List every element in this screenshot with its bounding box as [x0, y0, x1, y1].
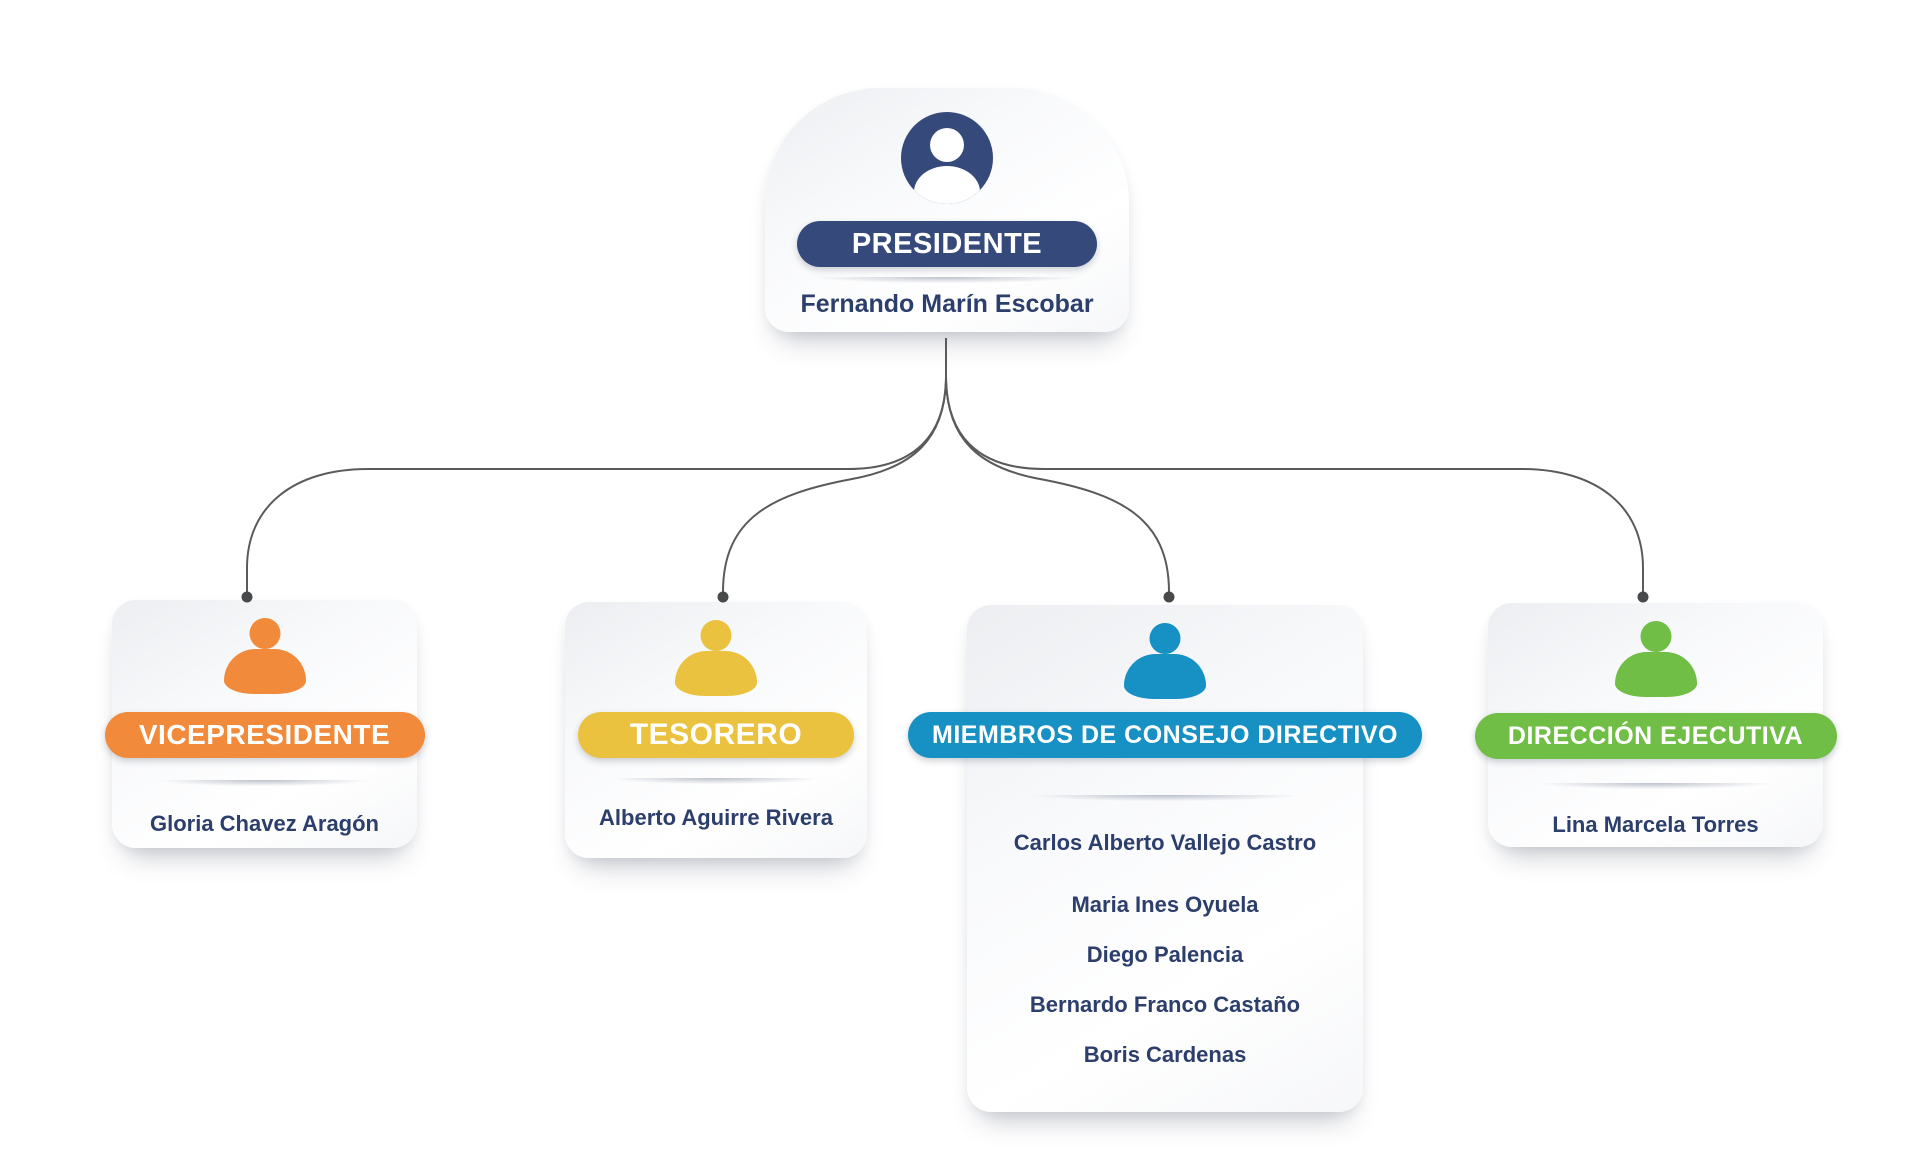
- tesorero-card: TESORERO Alberto Aguirre Rivera: [565, 602, 867, 858]
- connector-dot: [717, 591, 729, 603]
- role-badge-direccion-ejecutiva: DIRECCIÓN EJECUTIVA: [1474, 713, 1837, 759]
- person-head-shape: [700, 620, 732, 651]
- connector-branch-direccion: [945, 375, 1644, 592]
- member-name: Alberto Aguirre Rivera: [599, 805, 833, 830]
- role-badge-vicepresidente: VICEPRESIDENTE: [104, 712, 425, 758]
- member-name: Maria Ines Oyuela: [1071, 892, 1259, 917]
- connector-dot: [1163, 591, 1175, 603]
- tesorero-person-icon: [673, 620, 759, 696]
- consejo-directivo-card: MIEMBROS DE CONSEJO DIRECTIVO Carlos Alb…: [908, 605, 1422, 1112]
- person-body-shape: [675, 651, 757, 696]
- person-head-shape: [1149, 623, 1181, 654]
- person-head-shape: [1640, 621, 1671, 652]
- person-body-shape: [223, 649, 306, 694]
- person-head-shape: [930, 128, 964, 162]
- direccion-ejecutiva-card: DIRECCIÓN EJECUTIVA Lina Marcela Torres: [1474, 603, 1837, 847]
- card-divider: [772, 277, 1122, 285]
- member-name: Gloria Chavez Aragón: [149, 811, 379, 836]
- member-name: Bernardo Franco Castaño: [1029, 992, 1301, 1017]
- connector-branch-consejo: [945, 375, 1170, 593]
- president-name: Fernando Marín Escobar: [800, 290, 1094, 318]
- person-body-shape: [914, 166, 980, 204]
- member-name: Diego Palencia: [1086, 942, 1244, 967]
- consejo-member-list: Carlos Alberto Vallejo Castro Maria Ines…: [967, 826, 1363, 1088]
- vicepresidente-person-icon: [222, 618, 308, 694]
- member-name: Boris Cardenas: [1083, 1042, 1247, 1067]
- person-head-shape: [249, 618, 280, 649]
- consejo-person-icon: [1122, 623, 1208, 699]
- direccion-person-icon: [1613, 621, 1699, 697]
- person-body-shape: [1614, 652, 1697, 697]
- card-divider: [990, 795, 1340, 803]
- president-person-icon: [901, 112, 993, 204]
- president-card: PRESIDENTE Fernando Marín Escobar: [765, 88, 1129, 332]
- role-badge-tesorero: TESORERO: [578, 712, 854, 758]
- card-divider: [127, 780, 402, 788]
- connector-branch-vicepresidente: [246, 375, 947, 592]
- card-divider: [1504, 783, 1807, 791]
- member-name: Carlos Alberto Vallejo Castro: [1013, 830, 1317, 855]
- member-name: Lina Marcela Torres: [1552, 812, 1759, 837]
- role-badge-consejo-directivo: MIEMBROS DE CONSEJO DIRECTIVO: [908, 712, 1422, 758]
- connector-branch-tesorero: [722, 375, 947, 593]
- card-divider: [580, 778, 852, 786]
- person-body-shape: [1124, 654, 1206, 699]
- connector-dot: [1637, 591, 1649, 603]
- vicepresidente-card: VICEPRESIDENTE Gloria Chavez Aragón: [104, 600, 425, 848]
- role-badge-presidente: PRESIDENTE: [797, 221, 1097, 267]
